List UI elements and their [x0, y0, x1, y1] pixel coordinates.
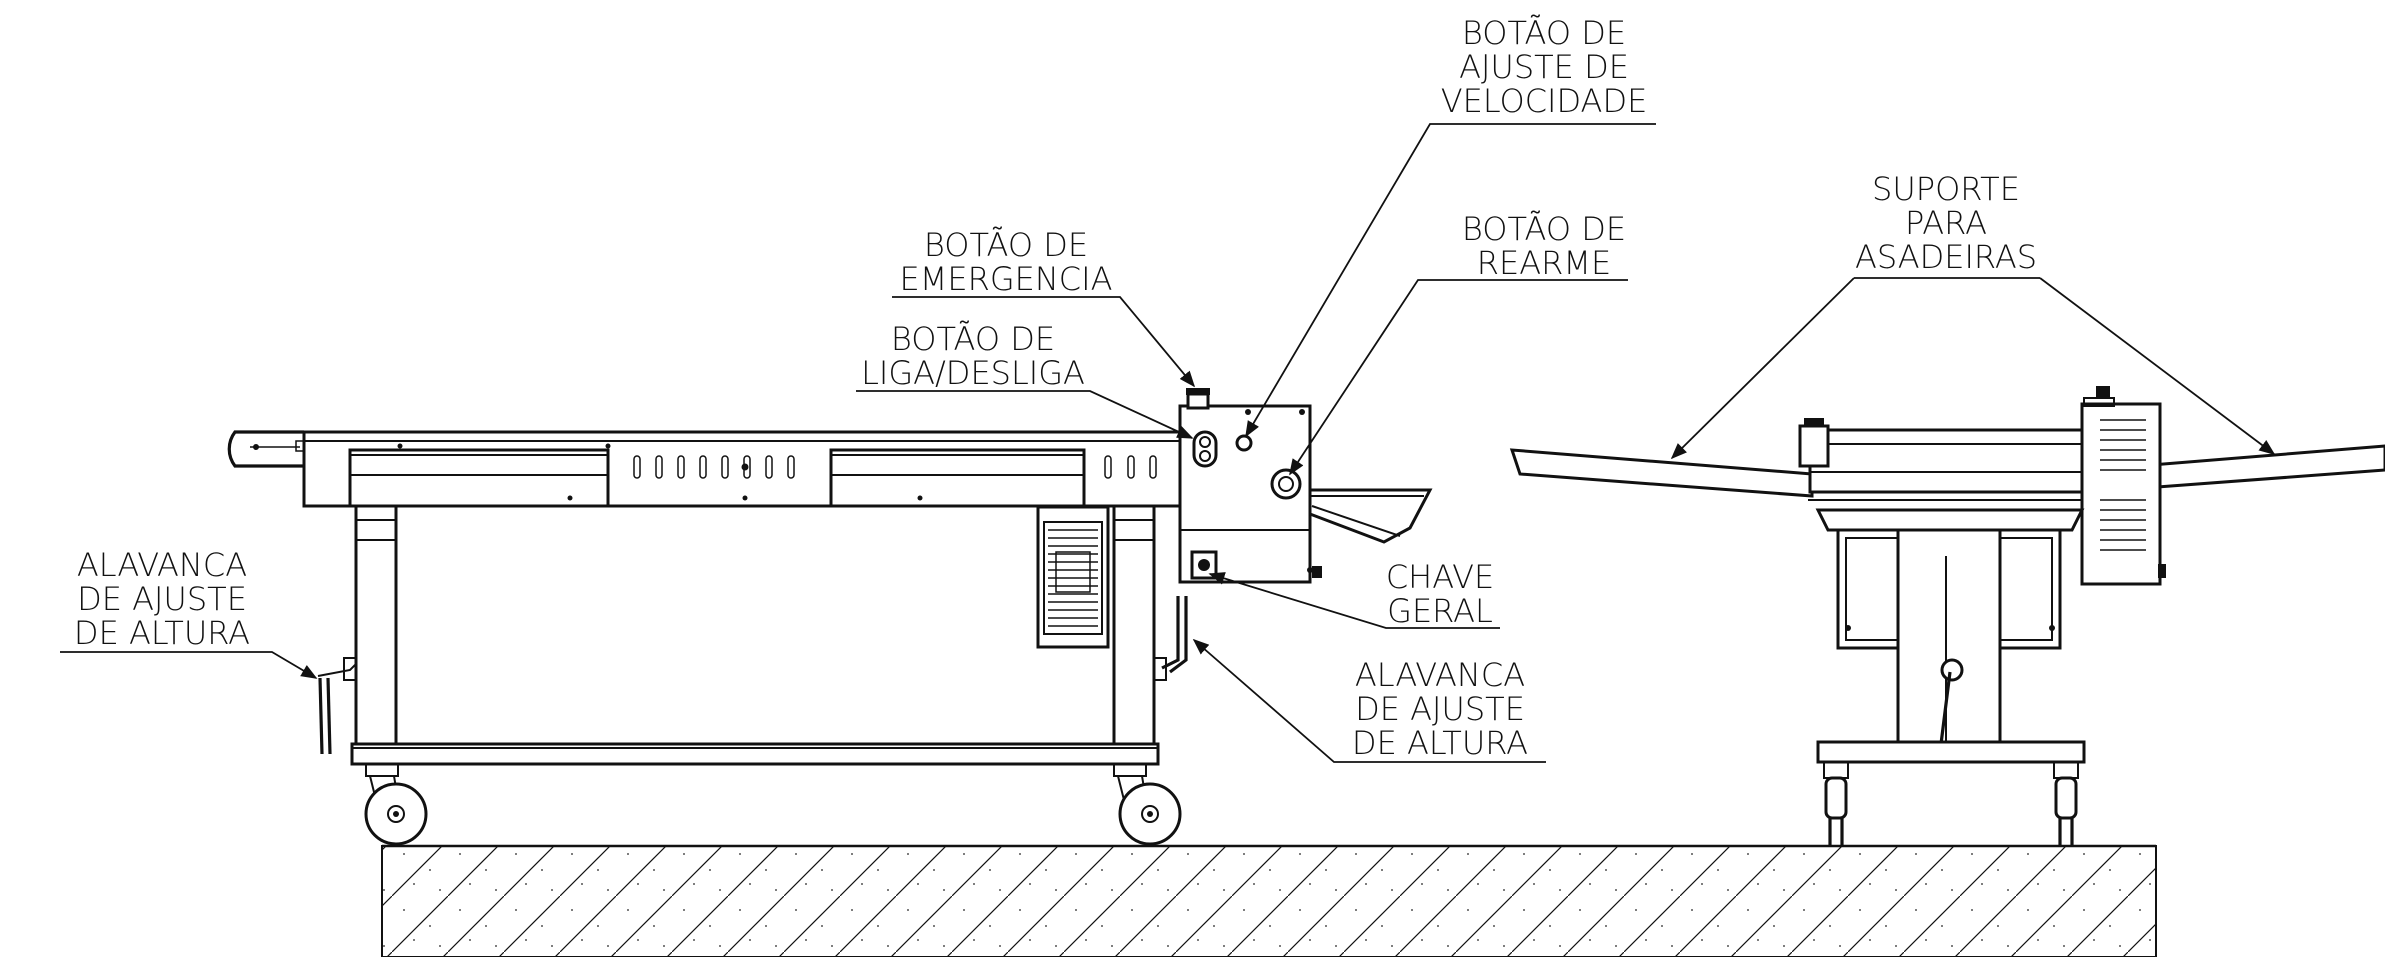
- height-lever-left-line-3: DE ALTURA: [74, 614, 250, 652]
- label-height-lever-right: ALAVANCA DE AJUSTE DE ALTURA: [1352, 656, 1528, 762]
- pan-support-line-2: PARA: [1905, 204, 1987, 242]
- emergency-button-line-2: EMERGENCIA: [900, 260, 1113, 298]
- main-switch-line-1: CHAVE: [1386, 558, 1494, 596]
- label-reset-button: BOTÃO DE REARME: [1462, 210, 1626, 282]
- speed-button-line-3: VELOCIDADE: [1441, 82, 1648, 120]
- onoff-button-line-1: BOTÃO DE: [891, 320, 1055, 358]
- emergency-button-line-1: BOTÃO DE: [924, 226, 1088, 264]
- label-pan-support: SUPORTE PARA ASADEIRAS: [1855, 170, 2037, 276]
- main-switch-line-2: GERAL: [1387, 592, 1493, 630]
- callout-leaders: [60, 123, 2276, 763]
- height-lever-left-line-1: ALAVANCA: [77, 546, 247, 584]
- pan-support-line-3: ASADEIRAS: [1855, 238, 2037, 276]
- label-speed-button: BOTÃO DE AJUSTE DE VELOCIDADE: [1441, 14, 1648, 120]
- height-lever-right-line-3: DE ALTURA: [1352, 724, 1528, 762]
- onoff-button-line-2: LIGA/DESLIGA: [861, 354, 1085, 392]
- machine-front-view: [1509, 386, 2385, 846]
- label-height-lever-left: ALAVANCA DE AJUSTE DE ALTURA: [74, 546, 250, 652]
- machine-side-view: [227, 388, 1433, 846]
- pan-support-line-1: SUPORTE: [1872, 170, 2020, 208]
- speed-button-line-2: AJUSTE DE: [1459, 48, 1629, 86]
- height-lever-right-line-2: DE AJUSTE: [1355, 690, 1525, 728]
- reset-button-line-1: BOTÃO DE: [1462, 210, 1626, 248]
- floor-section: [381, 844, 2157, 957]
- label-onoff-button: BOTÃO DE LIGA/DESLIGA: [861, 320, 1085, 392]
- label-emergency-button: BOTÃO DE EMERGENCIA: [900, 226, 1113, 298]
- speed-button-line-1: BOTÃO DE: [1462, 14, 1626, 52]
- height-lever-left-line-2: DE AJUSTE: [77, 580, 247, 618]
- reset-button-line-2: REARME: [1477, 244, 1611, 282]
- label-main-switch: CHAVE GERAL: [1386, 558, 1494, 630]
- height-lever-right-line-1: ALAVANCA: [1355, 656, 1525, 694]
